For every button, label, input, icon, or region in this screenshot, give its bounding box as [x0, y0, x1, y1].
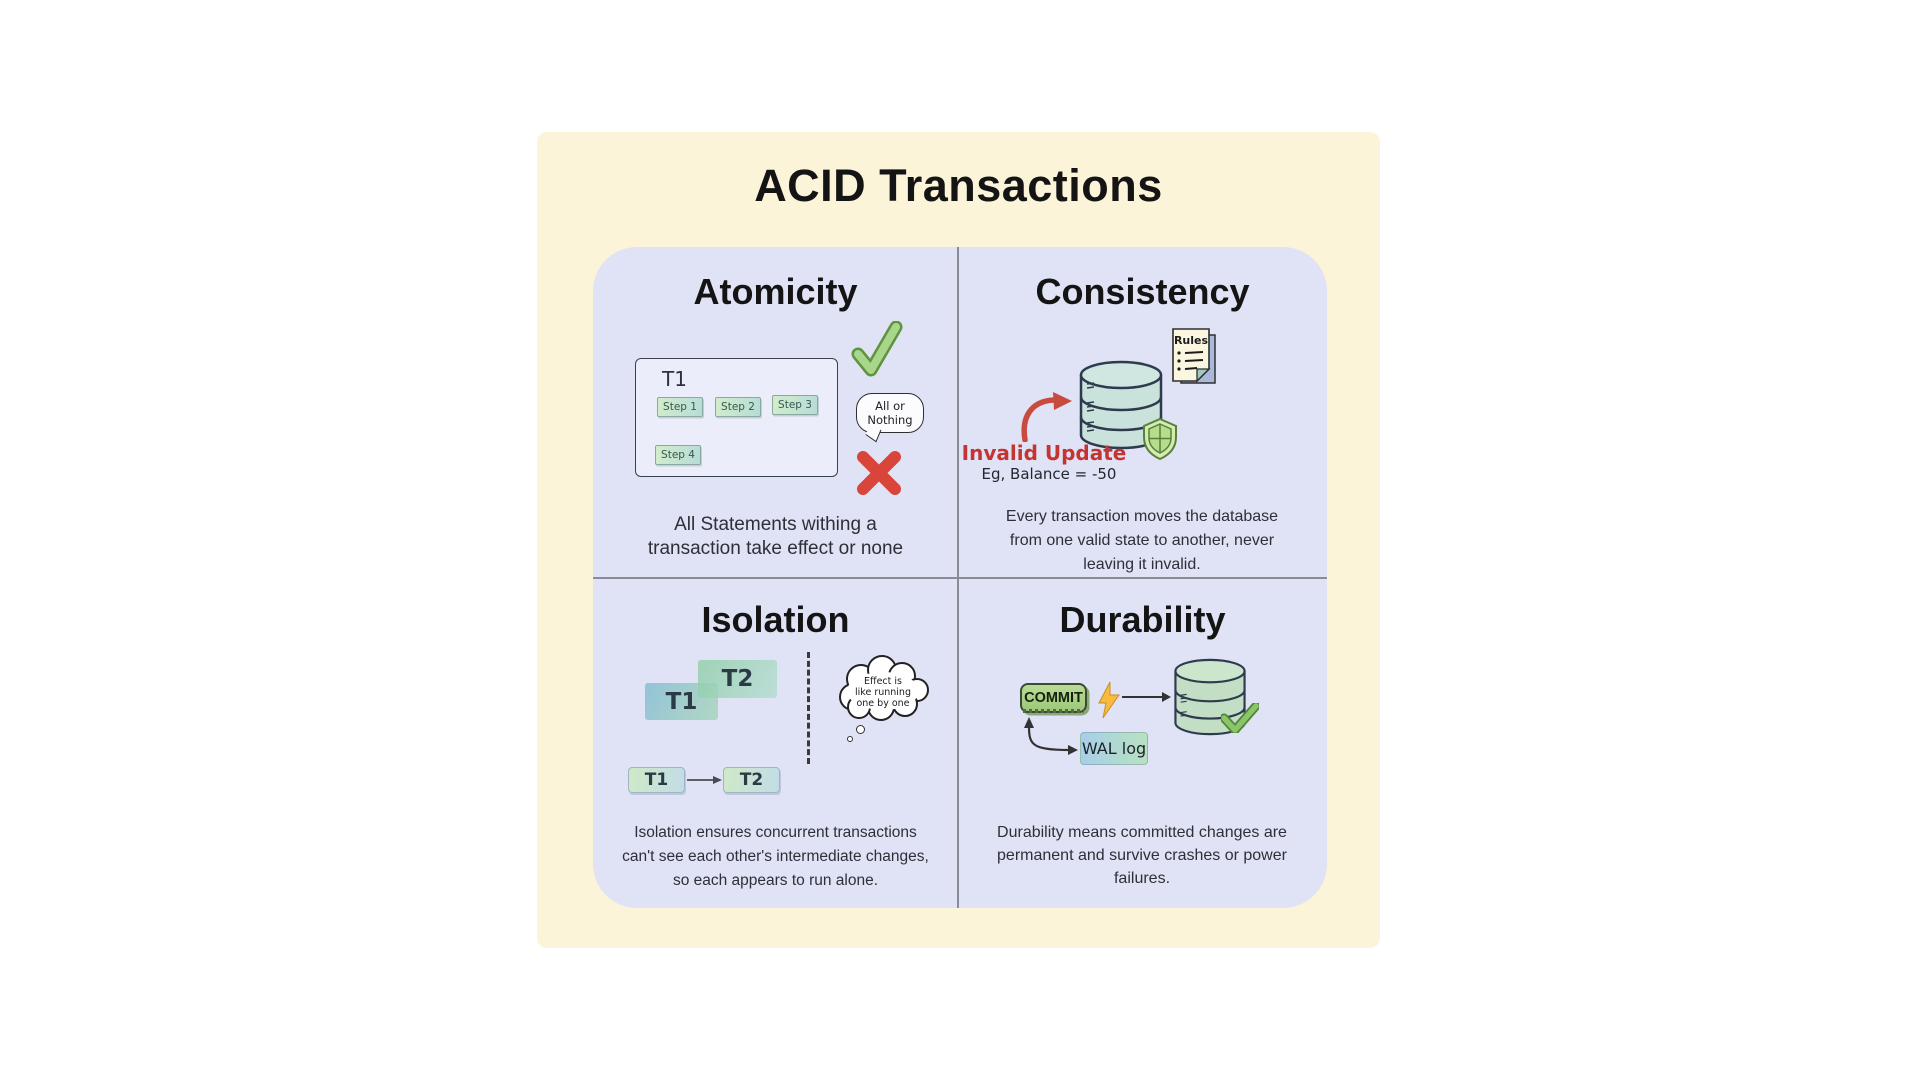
isolation-heading: Isolation — [701, 599, 850, 640]
cloud-line: one by one — [856, 698, 909, 709]
caption-line: All Statements withing a — [674, 514, 877, 535]
consistency-caption: Every transaction moves the database fro… — [963, 505, 1321, 577]
caption-line: can't see each other's intermediate chan… — [622, 848, 929, 865]
caption-line: permanent and survive crashes or power — [997, 847, 1287, 864]
cloud-line: Effect is — [864, 676, 902, 687]
quadrant-grid: Atomicity T1 Step 1 Step 2 Step 3 Step 4… — [593, 247, 1327, 908]
invalid-update-arrow-icon — [1021, 392, 1072, 442]
lightning-icon — [1098, 681, 1120, 719]
rules-label: Rules — [1174, 334, 1209, 347]
quadrant-durability: Durability COMMIT — [958, 578, 1327, 908]
step-chip: Step 1 — [657, 397, 703, 417]
quadrant-atomicity: Atomicity T1 Step 1 Step 2 Step 3 Step 4… — [593, 247, 958, 578]
isolation-caption: Isolation ensures concurrent transaction… — [598, 821, 953, 893]
commit-to-db-arrow-icon — [1122, 692, 1171, 702]
caption-line: Durability means committed changes are — [997, 824, 1287, 841]
atomicity-heading: Atomicity — [693, 271, 858, 312]
thought-bubble-dot — [847, 736, 853, 742]
invalid-update-label: Invalid Update — [961, 441, 1127, 465]
thought-cloud: Effect is like running one by one — [839, 655, 929, 721]
caption-line: Isolation ensures concurrent transaction… — [634, 824, 917, 841]
step-chip: Step 4 — [655, 445, 701, 465]
db-check-icon — [1221, 703, 1259, 733]
caption-line: failures. — [1113, 870, 1171, 887]
wal-log-box: WAL log — [1080, 732, 1148, 765]
overlap-transaction-t2: T2 — [698, 660, 777, 698]
caption-line: leaving it invalid. — [1083, 556, 1201, 573]
caption-line: from one valid state to another, never — [1009, 532, 1275, 549]
durability-heading: Durability — [1059, 599, 1226, 640]
quadrant-isolation: Isolation T1 T2 Effect is like running o… — [593, 578, 958, 908]
thought-bubble-dot — [856, 725, 865, 734]
durability-caption: Durability means committed changes are p… — [966, 821, 1318, 890]
commit-button-graphic: COMMIT — [1020, 683, 1087, 713]
step-chip: Step 3 — [772, 395, 818, 415]
horizontal-divider — [593, 577, 1327, 579]
bubble-line: Nothing — [867, 412, 913, 427]
bubble-line: All or — [875, 399, 905, 413]
step-chip: Step 2 — [715, 397, 761, 417]
caption-line: Every transaction moves the database — [1005, 508, 1279, 525]
caption-line: so each appears to run alone. — [672, 872, 879, 889]
rules-document-icon: Rules — [1172, 328, 1216, 384]
page-title: ACID Transactions — [754, 160, 1163, 211]
sequence-transaction-t2: T2 — [723, 767, 780, 793]
cross-icon — [857, 451, 901, 495]
sequence-arrow-icon — [687, 776, 722, 784]
cloud-line: like running — [855, 687, 911, 698]
acid-poster: ACID Transactions Atomicity T1 Step 1 St… — [537, 132, 1380, 948]
caption-line: transaction take effect or none — [647, 538, 904, 559]
commit-wal-loop-arrow-icon — [1024, 717, 1078, 755]
balance-example-label: Eg, Balance = -50 — [981, 465, 1117, 483]
quadrant-consistency: Consistency Rules — [958, 247, 1327, 578]
dashed-divider — [807, 652, 810, 764]
check-icon — [851, 321, 903, 377]
all-or-nothing-bubble: All or Nothing — [856, 393, 924, 433]
shield-icon — [1143, 417, 1177, 461]
atomicity-caption: All Statements withing a transaction tak… — [603, 513, 948, 561]
transaction-frame: T1 Step 1 Step 2 Step 3 Step 4 — [635, 358, 838, 477]
transaction-label: T1 — [662, 367, 687, 391]
sequence-transaction-t1: T1 — [628, 767, 685, 793]
consistency-heading: Consistency — [1035, 271, 1250, 312]
